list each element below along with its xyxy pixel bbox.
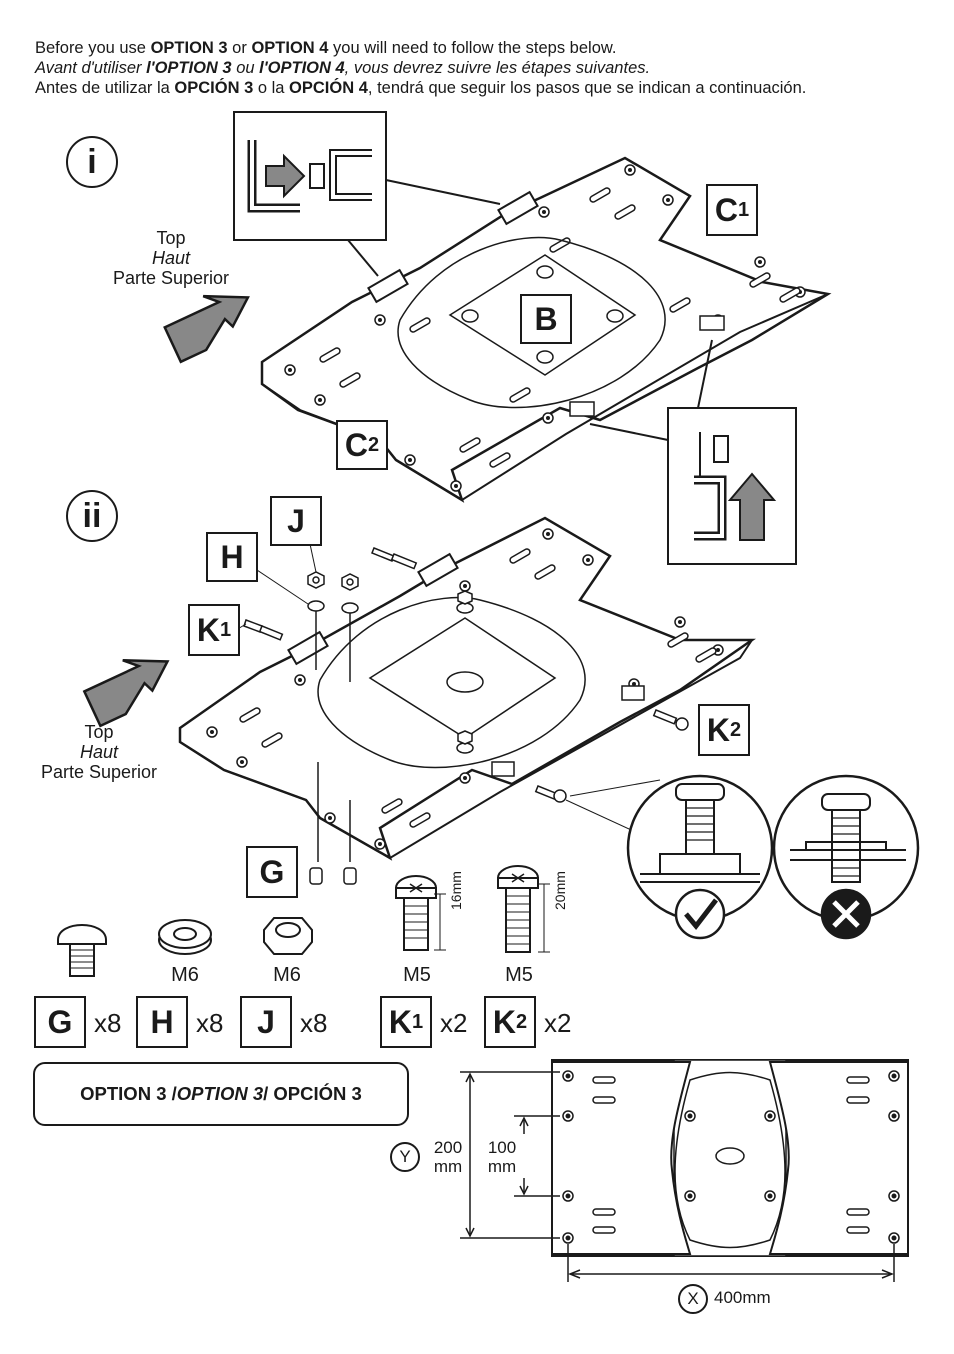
top-label-fr: Haut: [151, 248, 191, 268]
k2-length: 20mm: [552, 871, 568, 910]
washer-size: M6: [171, 964, 199, 986]
check-icon: [684, 898, 718, 930]
intro-text: Before you use OPTION 3 or OPTION 4 you …: [35, 38, 806, 98]
washer-icon: [158, 919, 212, 955]
top-label-en: Top: [156, 228, 186, 248]
y-dimension-marker: Y: [390, 1142, 420, 1172]
top-label-es-2: Parte Superior: [40, 762, 158, 782]
bolt-icon: [243, 547, 689, 885]
top-label-es: Parte Superior: [112, 268, 230, 288]
top-label-en-2: Top: [84, 722, 114, 742]
bolt-k1-icon: [395, 875, 446, 951]
detail-box-bottom: [667, 407, 797, 565]
x-dimension: 400mm: [714, 1288, 771, 1307]
intro-line-es: Antes de utilizar la OPCIÓN 3 o la OPCIÓ…: [35, 79, 807, 97]
allen-key-icon-2: [694, 432, 777, 541]
arrow-top-icon: [163, 294, 250, 364]
intro-line-en: Before you use OPTION 3 or OPTION 4 you …: [35, 39, 617, 57]
plate-c-step2: [178, 516, 756, 861]
qty-label-g: G: [34, 996, 86, 1048]
qty-label-j: J: [240, 996, 292, 1048]
k2-size: M5: [505, 964, 533, 986]
label-j: J: [270, 496, 322, 546]
tv-plate-diagram: [551, 1059, 909, 1257]
option-heading: OPTION 3 / OPTION 3 / OPCIÓN 3: [33, 1062, 409, 1126]
label-b: B: [520, 294, 572, 344]
qty-h: x8: [196, 1008, 224, 1038]
nut-icon: [263, 917, 313, 955]
allen-key-icon: [247, 140, 372, 213]
label-h: H: [206, 532, 258, 582]
hardware-g: [57, 924, 107, 977]
qty-j: x8: [300, 1008, 328, 1038]
top-label-step2: Top Haut Parte Superior: [24, 722, 174, 782]
step-i-marker: i: [66, 136, 118, 188]
top-label-step1: Top Haut Parte Superior: [96, 228, 246, 288]
cross-icon: [832, 900, 860, 928]
qty-g: x8: [94, 1008, 122, 1038]
top-label-fr-2: Haut: [79, 742, 119, 762]
qty-k2: x2: [544, 1008, 572, 1038]
k1-length: 16mm: [448, 871, 464, 910]
intro-line-fr: Avant d'utiliser l'OPTION 3 ou l'OPTION …: [35, 59, 651, 77]
step-ii-marker: ii: [66, 490, 118, 542]
nut-size: M6: [273, 964, 301, 986]
qty-k1: x2: [440, 1008, 468, 1038]
k1-size: M5: [403, 964, 431, 986]
x-dimension-marker: X: [678, 1284, 708, 1314]
incorrect-install-detail: [772, 774, 920, 940]
correct-install-detail: [626, 774, 774, 940]
bolt-k2-icon: [497, 865, 550, 953]
arrow-top-icon-2: [82, 659, 170, 728]
qty-label-h: H: [136, 996, 188, 1048]
label-g: G: [246, 846, 298, 898]
dimension-lines: [460, 1071, 895, 1282]
